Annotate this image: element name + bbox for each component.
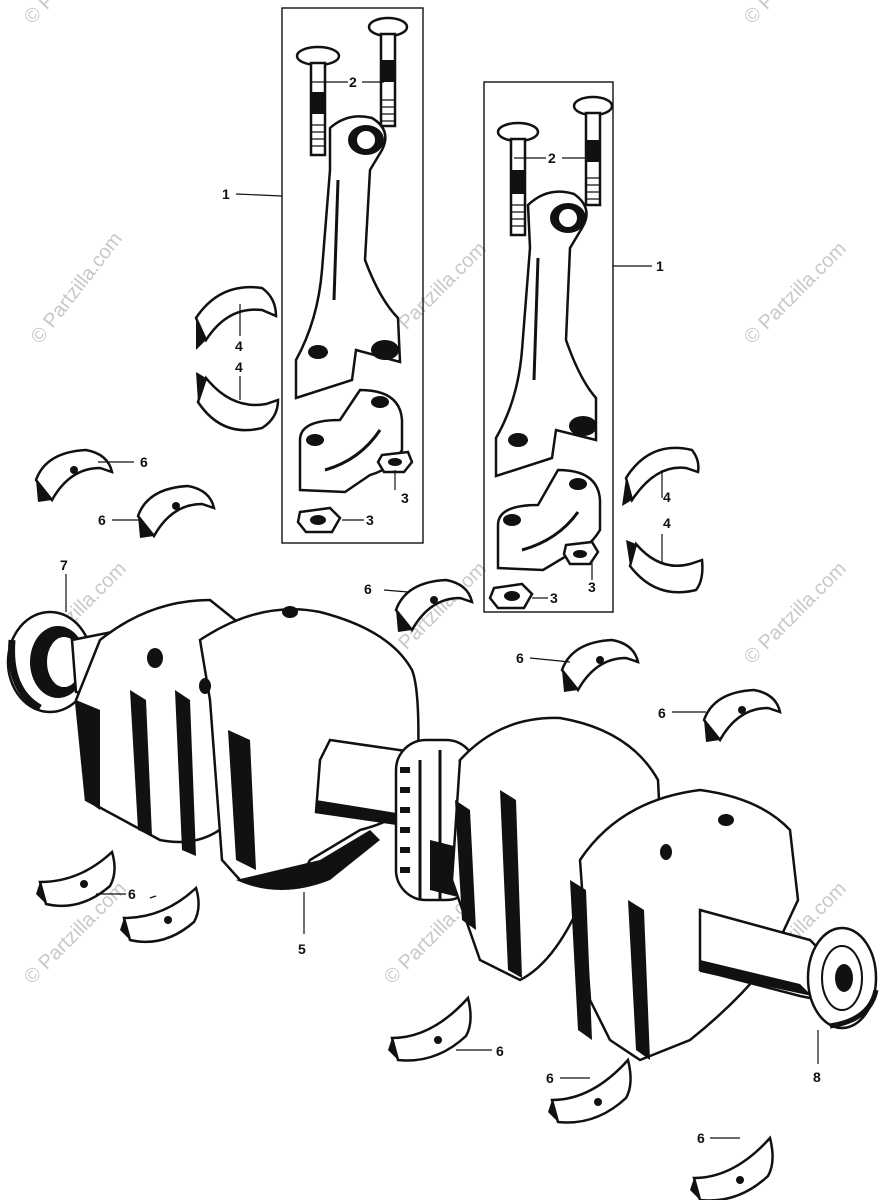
rod-nut-left-b (296, 506, 342, 534)
callout-3-right-b: 3 (550, 590, 558, 606)
callout-6-i: 6 (697, 1130, 705, 1146)
callout-6-c: 6 (364, 581, 372, 597)
rod-bolt-right-b (572, 95, 614, 207)
rod-group-box-left (281, 7, 424, 544)
rod-bolt-left-a (295, 45, 341, 157)
callout-numbers: 1 1 2 2 3 3 3 3 4 4 4 4 5 6 6 6 6 6 6 6 … (60, 74, 821, 1146)
callout-6-e: 6 (658, 705, 666, 721)
callout-1-left: 1 (222, 186, 230, 202)
watermark-large: © Partzilla.com (27, 228, 127, 348)
connecting-rod-left (294, 16, 414, 534)
callout-6-g: 6 (496, 1043, 504, 1059)
callout-4-left-b: 4 (235, 359, 243, 375)
watermark: © Partzilla.com (740, 238, 851, 349)
callout-5: 5 (298, 941, 306, 957)
callout-1-right: 1 (656, 258, 664, 274)
callout-3-right-a: 3 (588, 579, 596, 595)
rod-nut-right-b (488, 582, 534, 610)
callout-4-right-b: 4 (663, 515, 671, 531)
rod-bolt-right-a (496, 121, 540, 237)
callout-2-left: 2 (349, 74, 357, 90)
watermark: © Partzilla.com (20, 0, 131, 29)
callout-3-left-b: 3 (366, 512, 374, 528)
callout-8: 8 (813, 1069, 821, 1085)
watermark: © Partzilla.com (740, 558, 851, 669)
callout-2-right: 2 (548, 150, 556, 166)
leader-lines (65, 81, 819, 1139)
callout-4-left-a: 4 (235, 338, 243, 354)
callout-6-h: 6 (546, 1070, 554, 1086)
rod-bearing-shells (194, 285, 704, 594)
callout-6-f: 6 (128, 886, 136, 902)
main-bearing-shells (34, 448, 782, 1200)
rod-nut-right-a (562, 540, 600, 566)
callout-4-right-a: 4 (663, 489, 671, 505)
watermark: © Partzilla.com (740, 0, 851, 29)
callout-6-b: 6 (98, 512, 106, 528)
callout-7: 7 (60, 557, 68, 573)
callout-3-left-a: 3 (401, 490, 409, 506)
callout-6-a: 6 (140, 454, 148, 470)
rod-group-box-right (483, 81, 614, 613)
rod-bolt-left-b (367, 16, 409, 128)
crankshaft (6, 598, 879, 1062)
connecting-rod-right (488, 95, 614, 610)
callout-6-d: 6 (516, 650, 524, 666)
oil-seal-right (806, 926, 879, 1030)
rod-nut-left-a (376, 450, 414, 474)
